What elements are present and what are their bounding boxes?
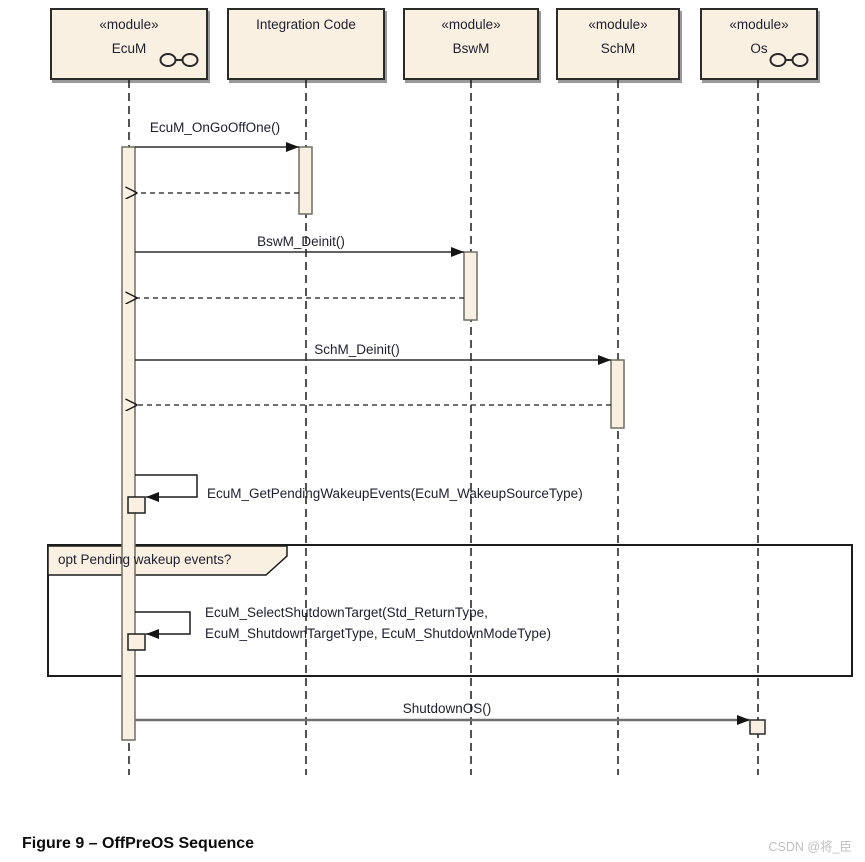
lifeline-name: Os [750, 41, 768, 56]
figure-caption: Figure 9 – OffPreOS Sequence [22, 835, 255, 852]
lifeline-stereotype: «module» [441, 17, 501, 32]
opt-operator-pentagon [47, 545, 288, 576]
activation-os [749, 719, 766, 735]
activation-schm [610, 359, 625, 429]
lifeline-name: EcuM [111, 41, 147, 56]
message-label: SchM_Deinit() [314, 342, 400, 357]
lifeline-head-integration-code: Integration Code [227, 8, 385, 80]
lifeline-head-ecum: «module» EcuM [50, 8, 208, 80]
lifeline-head-schm: «module» SchM [556, 8, 680, 80]
activation-ecum [121, 146, 136, 741]
lifeline-stereotype: «module» [99, 17, 159, 32]
port-connector-icon [159, 53, 199, 67]
message-label: EcuM_OnGoOffOne() [149, 120, 281, 135]
activation-bswm [463, 251, 478, 321]
self-message-loop-selectshutdowntarget [135, 611, 191, 639]
lifeline-name: BswM [452, 41, 490, 56]
message-label: EcuM_GetPendingWakeupEvents(EcuM_WakeupS… [207, 486, 583, 501]
lifeline-name: Integration Code [256, 17, 356, 32]
diagram-linework [47, 80, 853, 775]
message-label: EcuM_SelectShutdownTarget(Std_ReturnType… [205, 605, 488, 620]
lifeline-name: SchM [600, 41, 636, 56]
opt-fragment-label: opt Pending wakeup events? [58, 552, 232, 567]
lifeline-stereotype: «module» [729, 17, 789, 32]
message-label: EcuM_ShutdownTargetType, EcuM_ShutdownMo… [205, 626, 551, 641]
nested-activation-ecum-2 [127, 633, 146, 651]
activation-integration-code [298, 146, 313, 215]
csdn-watermark: CSDN @将_臣 [768, 840, 852, 854]
lifeline-stereotype: «module» [588, 17, 648, 32]
message-label: ShutdownOS() [402, 701, 492, 716]
lifeline-head-bswm: «module» BswM [403, 8, 539, 80]
self-message-loop-getpendingwakeupevents [135, 474, 198, 502]
opt-fragment-border [47, 544, 853, 677]
lifeline-head-os: «module» Os [700, 8, 818, 80]
port-connector-icon [769, 53, 809, 67]
message-label: BswM_Deinit() [257, 234, 345, 249]
nested-activation-ecum-1 [127, 496, 146, 514]
